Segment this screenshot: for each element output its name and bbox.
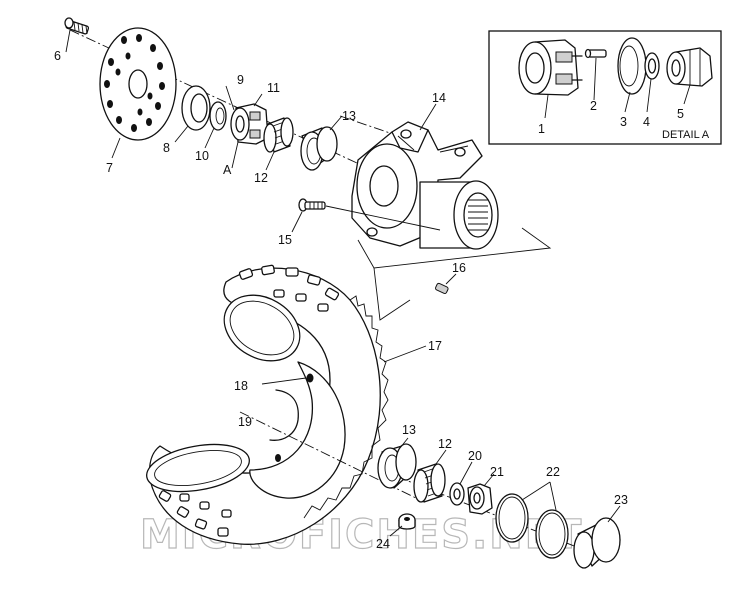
part-6-bolt [64, 17, 90, 35]
part-2-pin [584, 48, 607, 59]
callout-18: 18 [234, 379, 248, 393]
callout-11: 11 [267, 81, 280, 95]
part-23-cap [573, 517, 621, 569]
callout-5: 5 [677, 107, 684, 121]
callout-21: 21 [490, 465, 504, 479]
callout-14: 14 [432, 91, 446, 105]
callout-10: 10 [195, 149, 209, 163]
detail-a-title: DETAIL A [662, 129, 710, 141]
callout-8: 8 [163, 141, 170, 155]
part-8-seal [181, 85, 211, 131]
part-13-race-upper [300, 126, 338, 171]
callout-20: 20 [468, 449, 482, 463]
callout-12-lower: 12 [438, 437, 452, 451]
callout-3: 3 [620, 115, 627, 129]
callout-24: 24 [376, 537, 390, 551]
callout-13: 13 [342, 109, 356, 123]
part-16-fitting [435, 282, 449, 295]
callout-19: 19 [238, 415, 252, 429]
part-7-brake-disc [99, 27, 177, 141]
part-11-spindle-nut [230, 103, 269, 145]
part-10-spacer [209, 101, 227, 131]
part-24-nut [398, 513, 416, 530]
part-17-tire [145, 264, 389, 545]
part-22-o-rings [495, 493, 569, 559]
part-1-spindle-nut [518, 39, 583, 96]
callout-13-lower: 13 [402, 423, 416, 437]
callout-2: 2 [590, 99, 597, 113]
part-4-washer [644, 52, 660, 80]
part-13-race-lower [377, 443, 417, 489]
callout-7: 7 [106, 161, 113, 175]
callout-6: 6 [54, 49, 61, 63]
callout-22: 22 [546, 465, 560, 479]
part-20-washer [449, 482, 465, 506]
callout-9: 9 [237, 73, 244, 87]
callout-15: 15 [278, 233, 292, 247]
callout-12: 12 [254, 171, 268, 185]
part-15-bolt [298, 198, 326, 212]
callout-a: A [223, 163, 232, 177]
callout-1: 1 [538, 122, 545, 136]
callout-23: 23 [614, 493, 628, 507]
part-19-wheel [249, 361, 346, 499]
detail-a-box [488, 30, 722, 145]
callout-16: 16 [452, 261, 466, 275]
callout-17: 17 [428, 339, 442, 353]
callout-4: 4 [643, 115, 650, 129]
part-3-washer [617, 37, 647, 95]
part-5-nut [666, 47, 713, 87]
part-21-nut [467, 483, 493, 515]
part-14-hub [351, 121, 499, 250]
part-12-bearing-upper [263, 117, 294, 153]
part-12-bearing-lower [413, 463, 446, 503]
